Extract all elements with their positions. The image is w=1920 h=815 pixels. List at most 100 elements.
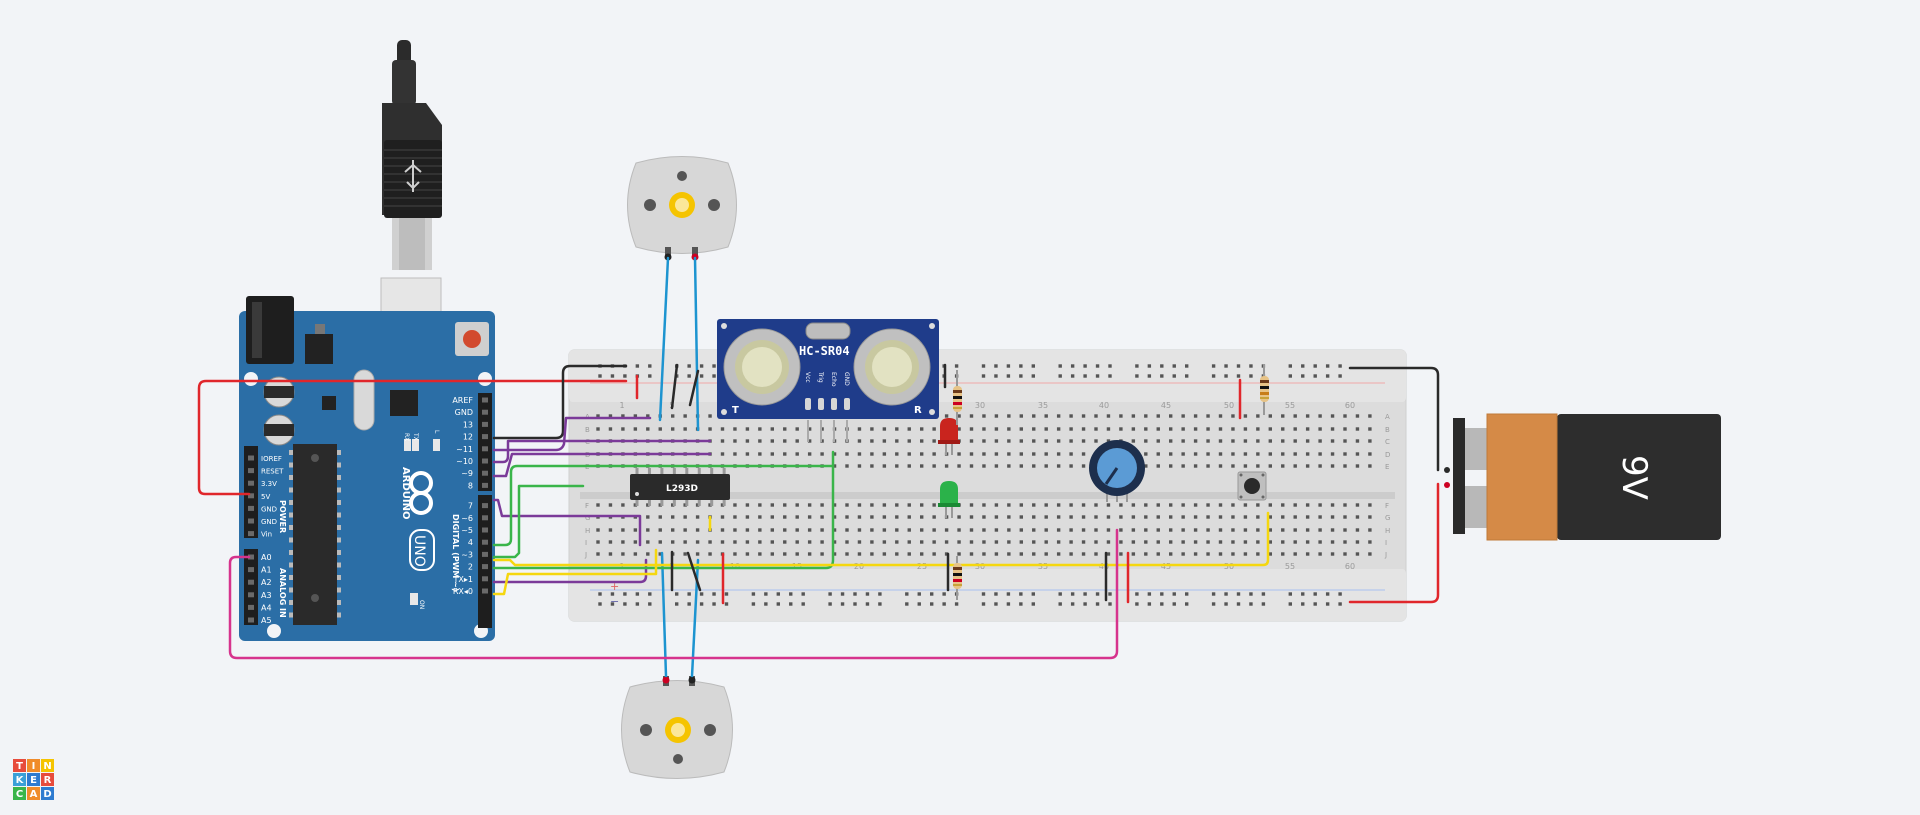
row-letter: I xyxy=(585,539,587,547)
digital-pin-label: GND xyxy=(455,408,473,417)
digital-pin[interactable] xyxy=(482,397,488,403)
resistor-2[interactable] xyxy=(953,556,962,600)
resistor-3[interactable] xyxy=(1260,364,1269,415)
analog-pin[interactable] xyxy=(248,579,254,585)
digital-pin[interactable] xyxy=(482,434,488,440)
digital-pin-label: AREF xyxy=(452,396,473,405)
potentiometer[interactable] xyxy=(1089,440,1145,502)
column-number: 1 xyxy=(619,401,624,410)
sensor-pin[interactable] xyxy=(831,398,837,410)
digital-pin[interactable] xyxy=(482,551,488,557)
digital-pin[interactable] xyxy=(482,539,488,545)
digital-pin[interactable] xyxy=(482,588,488,594)
digital-pin[interactable] xyxy=(482,409,488,415)
digital-pin[interactable] xyxy=(482,470,488,476)
wire-battery-red[interactable] xyxy=(1348,482,1440,604)
wire-purple-9[interactable] xyxy=(492,498,642,547)
digital-pin[interactable] xyxy=(482,576,488,582)
digital-header[interactable] xyxy=(478,393,492,628)
digital-pin-label: ~11 xyxy=(456,445,473,454)
power-pin[interactable] xyxy=(248,493,254,499)
wire-yellow-button[interactable] xyxy=(492,511,1270,567)
wire-battery-black[interactable] xyxy=(1348,366,1440,472)
analog-pin[interactable] xyxy=(248,554,254,560)
power-pin[interactable] xyxy=(248,480,254,486)
sensor-pin[interactable] xyxy=(844,398,850,410)
wire-magenta-a0[interactable] xyxy=(228,528,1119,660)
wire-motor-top-2[interactable] xyxy=(693,256,700,432)
green-led[interactable] xyxy=(938,481,960,518)
power-header[interactable] xyxy=(244,446,258,538)
analog-pin[interactable] xyxy=(248,604,254,610)
resistor-1[interactable] xyxy=(953,370,962,425)
wire-gnd-black[interactable] xyxy=(492,364,628,440)
row-letter: C xyxy=(1385,438,1390,446)
power-pin[interactable] xyxy=(248,455,254,461)
analog-pin-label: A3 xyxy=(261,591,272,600)
dc-motor-bottom[interactable] xyxy=(621,676,733,779)
analog-pin[interactable] xyxy=(248,617,254,623)
battery-9v[interactable]: 9V xyxy=(1444,413,1721,541)
sensor-r-mark: R xyxy=(914,405,922,416)
digital-pin[interactable] xyxy=(482,527,488,533)
power-pin[interactable] xyxy=(248,518,254,524)
row-letter: B xyxy=(585,426,590,434)
l293d-motor-driver[interactable]: L293D xyxy=(630,468,730,506)
wire-green-6[interactable] xyxy=(492,484,585,559)
analog-header[interactable] xyxy=(244,549,258,625)
arduino-brand-text: ARDUINO xyxy=(400,467,411,519)
wire-yellow-driver[interactable] xyxy=(492,548,658,596)
wires[interactable] xyxy=(197,256,1440,678)
digital-pin[interactable] xyxy=(482,503,488,509)
digital-pin[interactable] xyxy=(482,564,488,570)
rail-plus-label: + xyxy=(610,580,619,593)
column-number: 10 xyxy=(730,562,740,571)
analog-pin-label: A2 xyxy=(261,578,272,587)
analog-pin[interactable] xyxy=(248,567,254,573)
digital-pin[interactable] xyxy=(482,515,488,521)
driver-pins xyxy=(635,468,726,506)
logo-letter: D xyxy=(43,789,51,800)
dc-motor-top[interactable] xyxy=(627,156,737,261)
analog-pin[interactable] xyxy=(248,592,254,598)
digital-section-label: DIGITAL (PWM ~) xyxy=(451,514,460,592)
pushbutton[interactable] xyxy=(1237,471,1267,501)
jumper-black-4[interactable] xyxy=(686,551,702,592)
sensor-pin[interactable] xyxy=(818,398,824,410)
wire-motor-top-1[interactable] xyxy=(658,256,670,422)
wire-green-trig[interactable] xyxy=(492,464,835,547)
arduino-uno-board[interactable]: RX TX L ARDUINO UNO ON AREFGND1312~11~10… xyxy=(239,40,495,641)
column-number: 40 xyxy=(1099,401,1109,410)
row-letter: H xyxy=(585,527,590,535)
digital-pin[interactable] xyxy=(482,482,488,488)
breadboard-labels: 1510152025303540455055601510152025303540… xyxy=(584,401,1390,571)
wire-purple-13[interactable] xyxy=(492,416,652,452)
digital-pin[interactable] xyxy=(482,446,488,452)
sensor-t-mark: T xyxy=(732,405,739,416)
jumper-black-1[interactable] xyxy=(670,363,679,410)
digital-pin-label: 13 xyxy=(463,420,473,429)
wire-purple-3[interactable] xyxy=(492,558,648,584)
wire-purple-12[interactable] xyxy=(492,439,712,464)
power-pin[interactable] xyxy=(248,505,254,511)
row-letter: F xyxy=(585,502,589,510)
power-pin[interactable] xyxy=(248,531,254,537)
sensor-pin[interactable] xyxy=(805,398,811,410)
digital-pin[interactable] xyxy=(482,421,488,427)
wire-purple-11[interactable] xyxy=(492,452,712,478)
analog-pin-label: A4 xyxy=(261,603,272,612)
wire-5v-red[interactable] xyxy=(197,379,628,496)
jumper-black-2[interactable] xyxy=(688,369,700,407)
wire-motor-bottom-1[interactable] xyxy=(660,551,668,678)
digital-pin[interactable] xyxy=(482,458,488,464)
logo-letter: N xyxy=(43,761,51,772)
power-pin[interactable] xyxy=(248,468,254,474)
red-led[interactable] xyxy=(938,418,960,455)
row-letter: F xyxy=(1385,502,1389,510)
column-number: 60 xyxy=(1345,401,1355,410)
